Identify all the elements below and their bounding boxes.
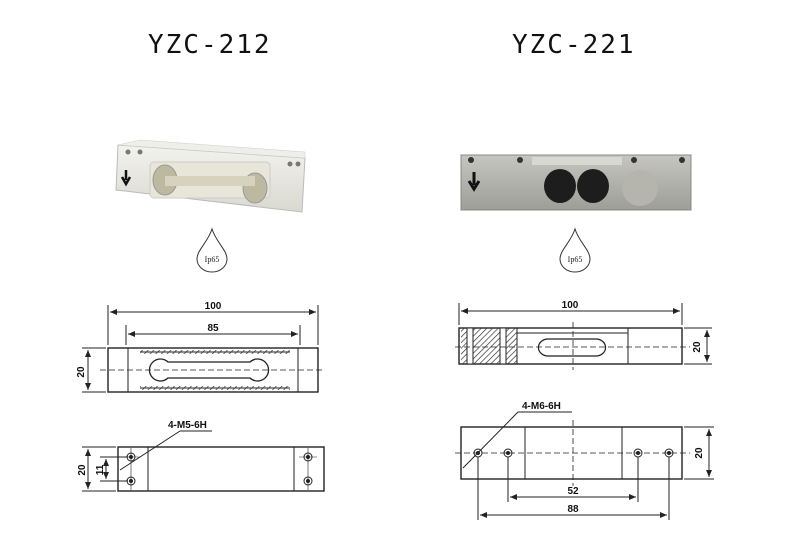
dim-right-inner-pitch: 52 bbox=[567, 486, 579, 497]
ip65-label: Ip65 bbox=[205, 255, 220, 264]
title-yzc-212: YZC-212 bbox=[148, 30, 272, 60]
left-top-view bbox=[82, 305, 325, 393]
dim-right-height: 20 bbox=[692, 341, 703, 353]
ip65-badge-right: Ip65 bbox=[559, 227, 591, 273]
ip65-badge-left: Ip65 bbox=[196, 227, 228, 273]
arrow-down-icon bbox=[467, 172, 481, 192]
left-bottom-view bbox=[82, 430, 325, 492]
thread-callout-right: 4-M6-6H bbox=[522, 401, 561, 412]
arrow-down-icon bbox=[120, 170, 132, 187]
right-top-view bbox=[455, 303, 712, 370]
dim-right-outer-pitch: 88 bbox=[567, 504, 579, 515]
dim-left-bottom-height: 20 bbox=[77, 464, 88, 476]
dim-right-bottom-height: 20 bbox=[694, 447, 705, 459]
title-yzc-221: YZC-221 bbox=[512, 30, 636, 60]
ip65-label: Ip65 bbox=[568, 255, 583, 264]
dim-left-overall: 100 bbox=[205, 301, 222, 312]
dim-left-hole-pitch: 11 bbox=[95, 464, 106, 475]
thread-callout-left: 4-M5-6H bbox=[168, 420, 207, 431]
load-cell-photo-right bbox=[460, 154, 692, 211]
dim-left-inner: 85 bbox=[207, 323, 219, 334]
dim-right-overall: 100 bbox=[562, 300, 579, 311]
load-cell-photo-left bbox=[115, 139, 306, 213]
right-bottom-view bbox=[455, 411, 714, 520]
dim-left-height: 20 bbox=[76, 366, 87, 378]
